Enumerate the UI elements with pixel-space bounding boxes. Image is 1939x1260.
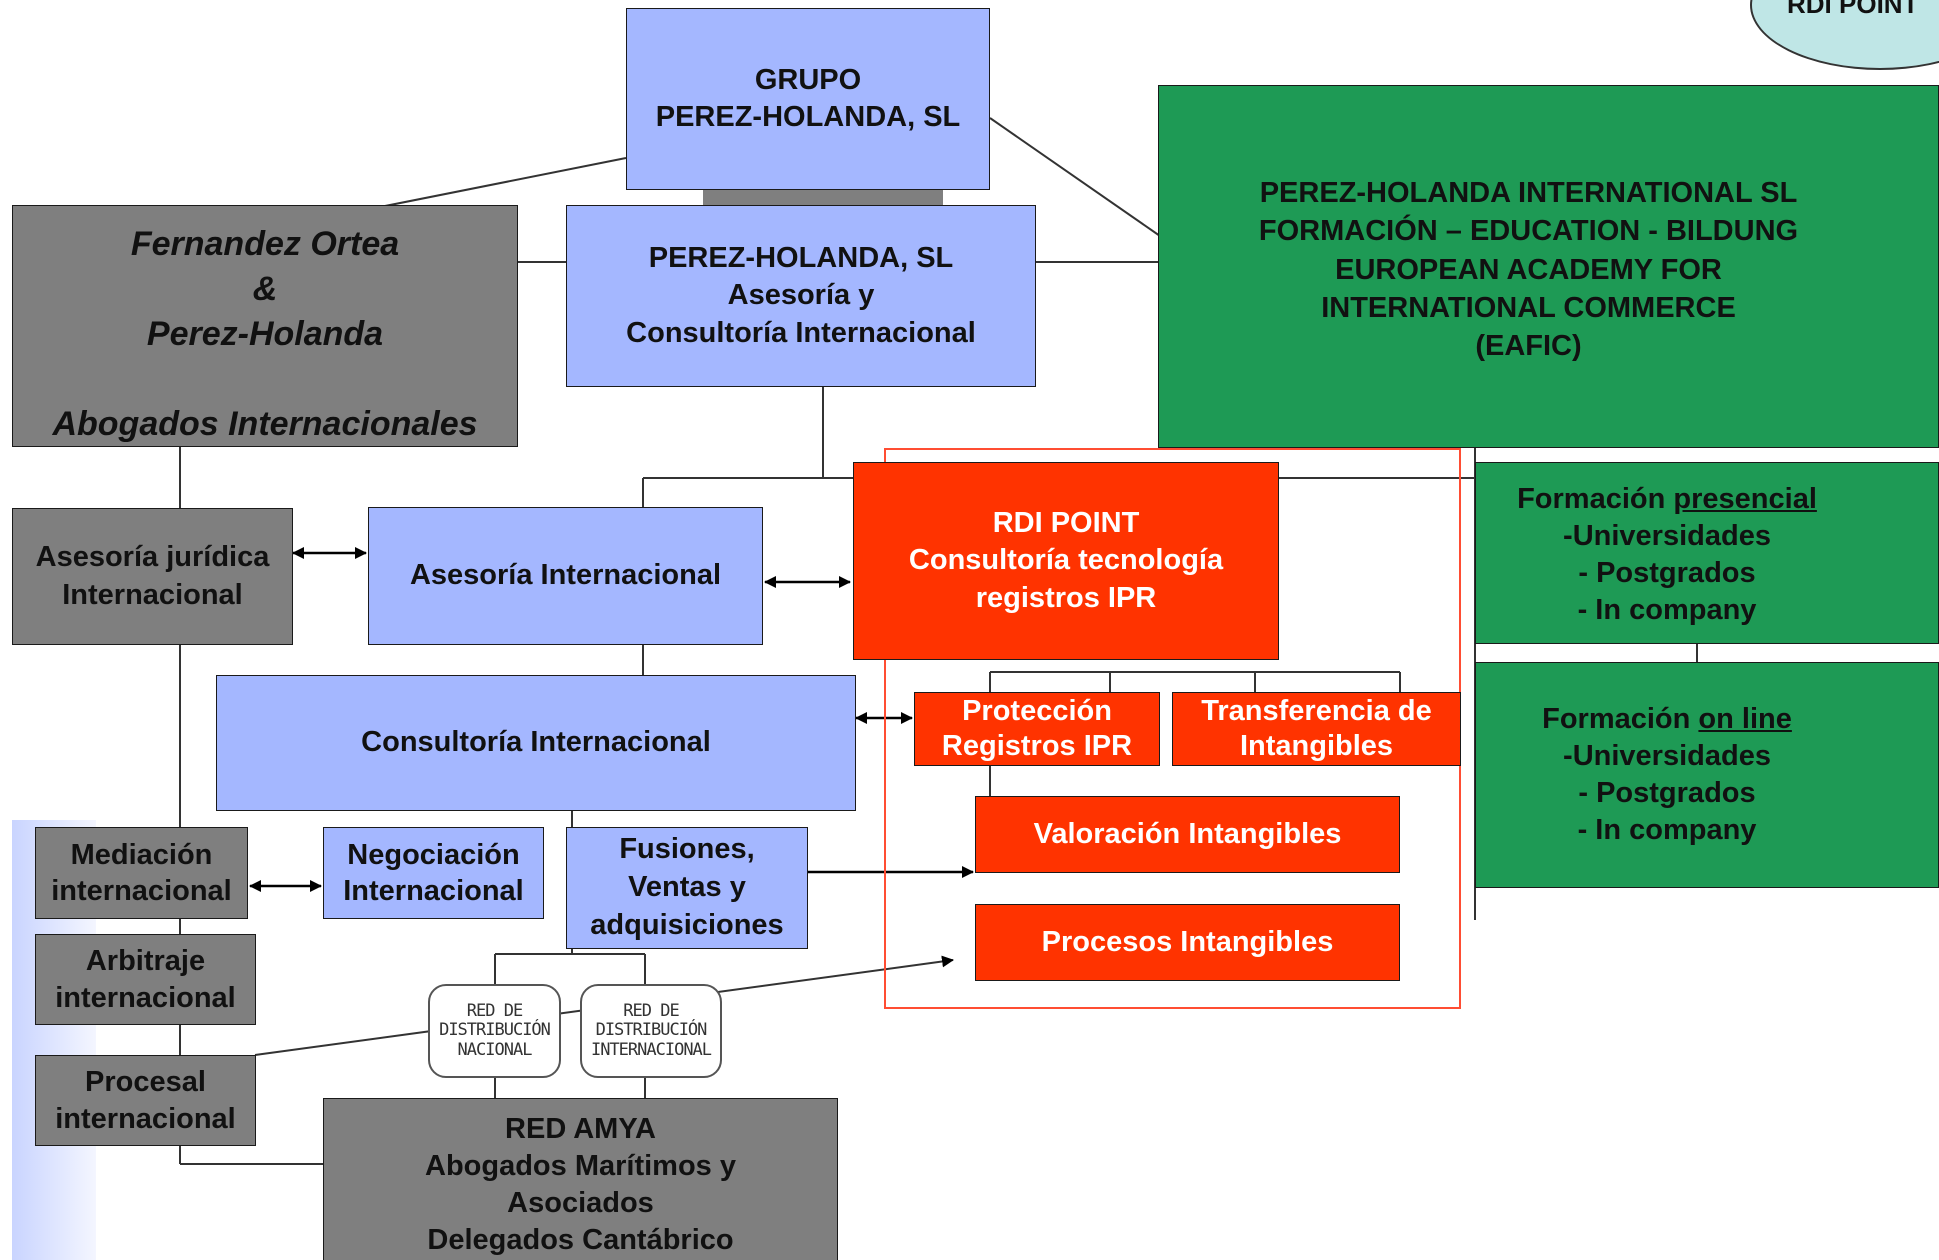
perez-holanda-international-box: PEREZ-HOLANDA INTERNATIONAL SL FORMACIÓN… (1158, 85, 1939, 448)
formacion-presencial-item3: - In company (1577, 594, 1757, 627)
international-line2: FORMACIÓN – EDUCATION - BILDUNG (1258, 215, 1799, 248)
international-line5: (EAFIC) (1475, 330, 1582, 363)
arbitraje-line2: internacional (55, 981, 236, 1014)
valoracion-label: Valoración Intangibles (1033, 817, 1342, 850)
formacion-online-item2-text: Postgrados (1596, 777, 1756, 810)
arbitraje-line1: Arbitraje (85, 945, 206, 978)
fusiones-line1: Fusiones, (619, 833, 755, 866)
red-internacional-line1: RED DE (623, 1000, 679, 1021)
fusiones-box: Fusiones, Ventas y adquisiciones (566, 827, 808, 949)
amya-line2: Abogados Marítimos y (425, 1150, 736, 1183)
amya-line4: Delegados Cantábrico (427, 1224, 734, 1257)
formacion-presencial-item1: -Universidades (1563, 520, 1771, 553)
abogados-line2: & (252, 269, 278, 308)
formacion-online-underlined: on line (1698, 703, 1792, 735)
formacion-online-item1: -Universidades (1563, 740, 1771, 773)
procesos-label: Procesos Intangibles (1041, 925, 1334, 958)
procesos-intangibles-box: Procesos Intangibles (975, 904, 1400, 981)
formacion-online-label: Formación (1542, 703, 1699, 735)
formacion-online-item3-text: In company (1595, 814, 1757, 847)
formacion-online-item1-text: Universidades (1572, 740, 1771, 773)
procesal-line1: Procesal (85, 1066, 206, 1099)
rdi-point-bubble-label: RDI POINT (1787, 0, 1919, 19)
arbitraje-box: Arbitraje internacional (35, 934, 256, 1025)
asesoria-juridica-line2: Internacional (62, 578, 243, 611)
perez-holanda-sl-box: PEREZ-HOLANDA, SL Asesoría y Consultoría… (566, 205, 1036, 387)
phsl-line1: PEREZ-HOLANDA, SL (648, 242, 954, 275)
formacion-presencial-item3-text: In company (1595, 594, 1757, 627)
asesoria-internacional-label: Asesoría Internacional (409, 559, 722, 592)
formacion-presencial-item2-text: Postgrados (1596, 557, 1756, 590)
formacion-presencial-title: Formación presencial (1517, 481, 1817, 518)
rdi-line1: RDI POINT (992, 507, 1140, 540)
mediacion-line1: Mediación (70, 838, 213, 871)
rdi-line2: Consultoría tecnología (908, 544, 1224, 577)
international-line3: EUROPEAN ACADEMY FOR (1335, 253, 1722, 286)
line-grupo-abogados (379, 157, 627, 208)
phsl-line3: Consultoría Internacional (626, 316, 976, 349)
rdi-line3: registros IPR (975, 581, 1157, 614)
proteccion-line1: Protección (962, 695, 1112, 728)
mediacion-box: Mediación internacional (35, 827, 248, 919)
procesal-line2: internacional (55, 1102, 236, 1135)
abogados-line4: Abogados Internacionales (52, 404, 478, 443)
formacion-online-item3: - In company (1577, 814, 1757, 847)
formacion-online-box: Formación on line -Universidades - Postg… (1475, 662, 1939, 888)
red-nacional-line1: RED DE (466, 1000, 523, 1021)
negociacion-line1: Negociación (347, 838, 520, 871)
grupo-line2: PEREZ-HOLANDA, SL (655, 101, 961, 133)
amya-line3: Asociados (507, 1187, 654, 1220)
proteccion-line2: Registros IPR (941, 730, 1133, 762)
procesal-box: Procesal internacional (35, 1055, 256, 1146)
amya-line1: RED AMYA (505, 1113, 656, 1145)
grupo-shadow (703, 190, 943, 206)
phsl-line2: Asesoría y (727, 279, 875, 312)
red-internacional-line3: INTERNACIONAL (590, 1039, 712, 1060)
negociacion-box: Negociación Internacional (323, 827, 544, 919)
transferencia-line2: Intangibles (1239, 730, 1394, 762)
negociacion-line2: Internacional (343, 875, 524, 907)
consultoria-internacional-box: Consultoría Internacional (216, 675, 856, 811)
abogados-internacionales-box: Fernandez Ortea & Perez-Holanda Abogados… (12, 205, 518, 447)
red-nacional-line2: DISTRIBUCIÓN (439, 1020, 551, 1041)
asesoria-internacional-box: Asesoría Internacional (368, 507, 763, 645)
asesoria-juridica-box: Asesoría jurídica Internacional (12, 508, 293, 645)
transferencia-line1: Transferencia de (1201, 695, 1432, 728)
rdi-point-box: RDI POINT Consultoría tecnología registr… (853, 462, 1279, 660)
formacion-online-title: Formación on line (1542, 701, 1792, 738)
mediacion-line2: internacional (51, 875, 232, 907)
formacion-presencial-label: Formación (1517, 483, 1674, 515)
proteccion-registros-box: Protección Registros IPR (914, 692, 1160, 766)
valoracion-intangibles-box: Valoración Intangibles (975, 796, 1400, 873)
grupo-line1: GRUPO (754, 63, 862, 96)
international-line1: PEREZ-HOLANDA INTERNATIONAL SL (1259, 177, 1798, 209)
line-grupo-international (989, 117, 1161, 237)
international-line4: INTERNATIONAL COMMERCE (1321, 291, 1736, 324)
red-distribucion-nacional-logo: RED DE DISTRIBUCIÓN NACIONAL (428, 984, 561, 1078)
abogados-line3: Perez-Holanda (146, 314, 384, 353)
formacion-presencial-item2: - Postgrados (1578, 557, 1756, 590)
formacion-online-item2: - Postgrados (1578, 777, 1756, 810)
abogados-line1: Fernandez Ortea (130, 225, 400, 263)
red-amya-box: RED AMYA Abogados Marítimos y Asociados … (323, 1098, 838, 1260)
formacion-presencial-item1-text: Universidades (1572, 520, 1771, 553)
red-internacional-line2: DISTRIBUCIÓN (595, 1020, 708, 1041)
transferencia-intangibles-box: Transferencia de Intangibles (1172, 692, 1461, 766)
grupo-perez-holanda-box: GRUPO PEREZ-HOLANDA, SL (626, 8, 990, 190)
formacion-presencial-underlined: presencial (1673, 483, 1817, 515)
red-nacional-line3: NACIONAL (457, 1039, 533, 1060)
asesoria-juridica-line1: Asesoría jurídica (35, 541, 270, 574)
fusiones-line3: adquisiciones (590, 908, 784, 941)
formacion-presencial-box: Formación presencial -Universidades - Po… (1475, 462, 1939, 644)
consultoria-internacional-label: Consultoría Internacional (361, 726, 711, 759)
fusiones-line2: Ventas y (628, 871, 746, 904)
red-distribucion-internacional-logo: RED DE DISTRIBUCIÓN INTERNACIONAL (580, 984, 722, 1078)
